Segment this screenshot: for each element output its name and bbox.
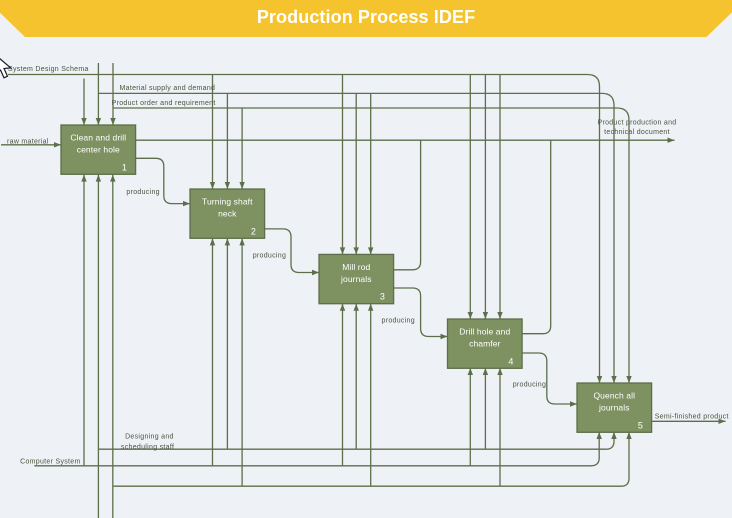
svg-text:producing: producing [253,253,286,260]
svg-text:5: 5 [638,420,643,430]
svg-text:Production Process IDEF: Production Process IDEF [257,7,475,27]
svg-text:Semi-finished product: Semi-finished product [655,413,729,420]
svg-text:journals: journals [340,274,372,284]
svg-text:scheduling staff: scheduling staff [121,444,174,451]
svg-text:Quench all: Quench all [593,390,635,400]
svg-text:raw material: raw material [7,139,49,146]
svg-text:2: 2 [251,226,256,236]
svg-text:Product production and: Product production and [598,119,677,126]
svg-text:1: 1 [122,162,127,172]
svg-text:technical document: technical document [604,129,670,136]
svg-text:Mill rod: Mill rod [342,262,370,272]
svg-text:Drill hole and: Drill hole and [459,326,510,336]
svg-text:Turning shaft: Turning shaft [202,196,253,206]
svg-text:System Design Schema: System Design Schema [8,66,89,73]
svg-text:4: 4 [508,356,513,366]
svg-text:Material supply and demand: Material supply and demand [120,85,216,92]
svg-text:Designing and: Designing and [125,433,174,440]
svg-text:3: 3 [380,292,385,302]
svg-text:Computer System: Computer System [20,458,81,465]
svg-text:journals: journals [598,402,630,412]
svg-text:Clean and drill: Clean and drill [70,132,126,142]
svg-text:center hole: center hole [77,144,120,154]
svg-text:producing: producing [382,317,415,324]
svg-text:neck: neck [218,208,237,218]
svg-text:Product order and requirement: Product order and requirement [112,100,216,107]
svg-text:producing: producing [126,189,159,196]
svg-text:producing: producing [513,381,546,388]
svg-text:chamfer: chamfer [469,338,500,348]
